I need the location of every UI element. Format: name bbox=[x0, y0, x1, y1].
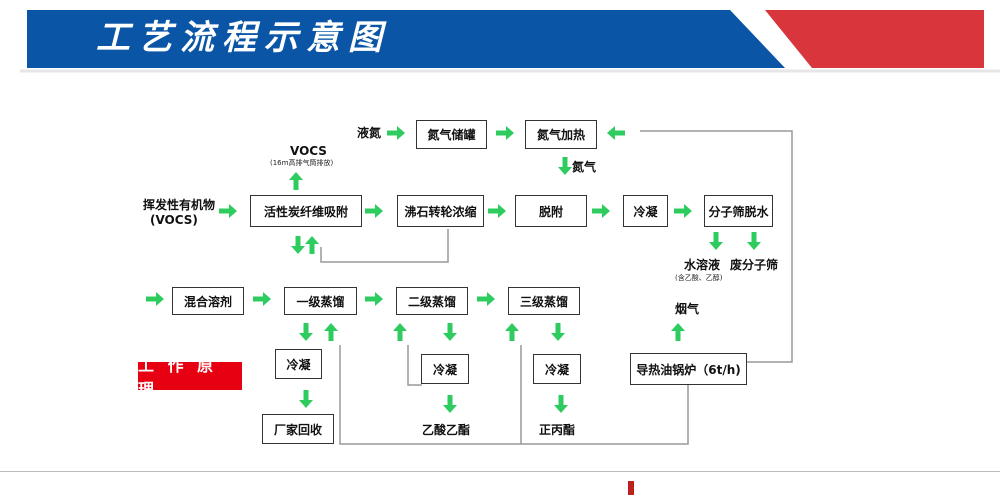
page-title: 工艺流程示意图 bbox=[96, 18, 390, 58]
third-distillation-box: 三级蒸馏 bbox=[508, 287, 580, 315]
desorption-box: 脱附 bbox=[515, 195, 587, 227]
banner-blue-band bbox=[27, 10, 785, 68]
footer-divider bbox=[0, 471, 1000, 472]
voc-input-label: 挥发性有机物 bbox=[143, 198, 216, 212]
flue-gas-label: 烟气 bbox=[675, 302, 700, 316]
nitrogen-gas-label: 氮气 bbox=[572, 160, 597, 174]
thermal-oil-boiler-box: 导热油锅炉（6t/h) bbox=[630, 353, 747, 385]
molecular-sieve-dehydration-box: 分子筛脱水 bbox=[704, 195, 773, 227]
header-banner bbox=[20, 10, 1000, 73]
condensation-box-2: 冷凝 bbox=[275, 349, 322, 379]
activated-carbon-adsorption-box: 活性炭纤维吸附 bbox=[250, 195, 362, 227]
condensation-box-3: 冷凝 bbox=[421, 354, 469, 384]
waste-molecular-sieve-label: 废分子筛 bbox=[730, 258, 779, 272]
first-distillation-box: 一级蒸馏 bbox=[284, 287, 357, 315]
vocs-output-label: VOCS bbox=[290, 144, 327, 158]
mixed-solvent-box: 混合溶剂 bbox=[172, 287, 244, 315]
return-line-boiler-to-heater bbox=[640, 130, 793, 363]
heat-loop-boiler bbox=[339, 345, 689, 445]
ethyl-acetate-label: 乙酸乙酯 bbox=[422, 423, 471, 437]
voc-input-abbrev: (VOCS) bbox=[150, 213, 198, 227]
zeolite-rotor-concentration-box: 沸石转轮浓缩 bbox=[397, 195, 484, 227]
footer-mark bbox=[628, 481, 634, 495]
liquid-nitrogen-label: 液氮 bbox=[357, 126, 382, 140]
nitrogen-storage-tank-box: 氮气储罐 bbox=[416, 120, 487, 149]
nitrogen-heating-box: 氮气加热 bbox=[525, 120, 597, 149]
condensation-box-4: 冷凝 bbox=[533, 354, 581, 384]
aqueous-solution-note: (含乙酸、乙醇) bbox=[675, 274, 723, 282]
heat-line-level2 bbox=[407, 345, 422, 386]
condensation-box-1: 冷凝 bbox=[623, 195, 668, 227]
manufacturer-recovery-box: 厂家回收 bbox=[262, 414, 334, 444]
connector-lines bbox=[320, 130, 793, 445]
second-distillation-box: 二级蒸馏 bbox=[396, 287, 468, 315]
propyl-ester-label: 正丙酯 bbox=[539, 423, 576, 437]
return-line-zeolite-to-carbon bbox=[320, 229, 449, 263]
working-principle-badge: 工 作 原 理 bbox=[138, 356, 242, 399]
vocs-output-note: (16m高排气筒排放) bbox=[270, 159, 334, 167]
aqueous-solution-label: 水溶液 bbox=[684, 258, 721, 272]
banner-red-band bbox=[765, 10, 984, 68]
